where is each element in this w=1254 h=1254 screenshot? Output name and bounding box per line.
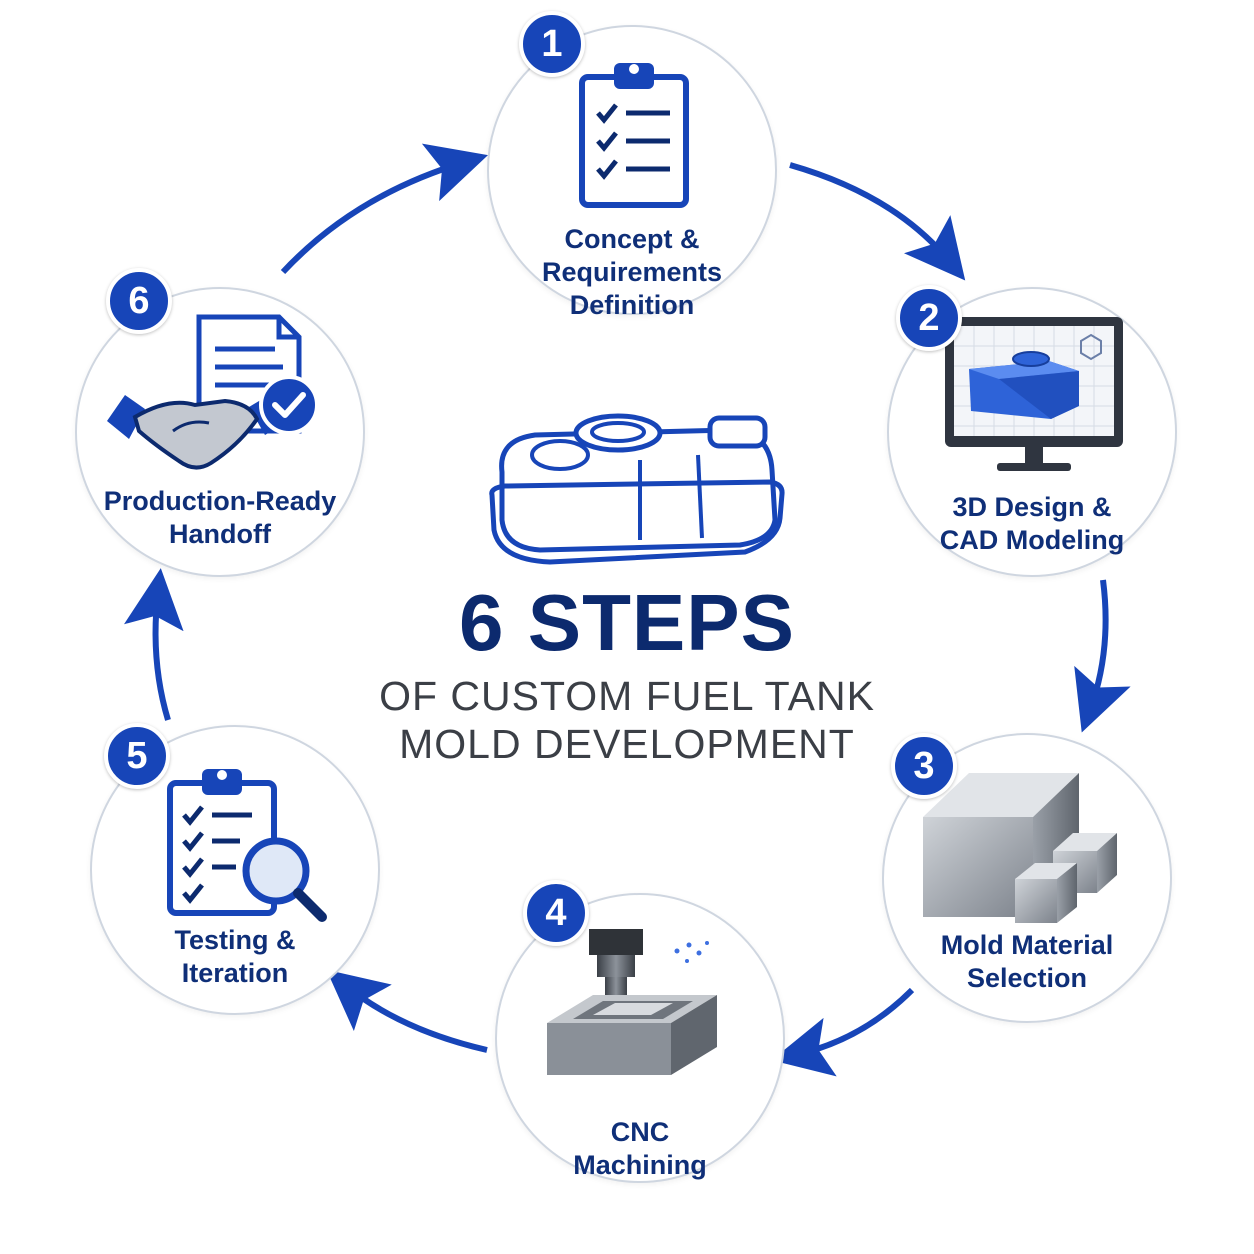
step-3-badge: 3 (891, 733, 957, 799)
diagram-subtitle: OF CUSTOM FUEL TANK MOLD DEVELOPMENT (379, 673, 875, 767)
arrow-2-to-3 (1074, 579, 1131, 733)
step-6-label: Production-Ready Handoff (103, 486, 337, 549)
step-5-label: Testing & Iteration (174, 925, 296, 988)
step-2-badge: 2 (896, 285, 962, 351)
inspection-clipboard-icon (167, 769, 327, 922)
arrow-4-to-5 (326, 969, 488, 1053)
step-3-label: Mold Material Selection (940, 930, 1114, 993)
step-5-badge: 5 (104, 723, 170, 789)
step-6-badge: 6 (106, 268, 172, 334)
arrow-5-to-6 (124, 568, 184, 721)
step-1: Concept & Requirements Definition (487, 25, 777, 320)
steel-blocks-icon (923, 773, 1117, 923)
clipboard-checklist-icon (579, 63, 689, 208)
step-1-label: Concept & Requirements Definition (541, 224, 723, 320)
step-4-badge: 4 (523, 880, 589, 946)
step-1-badge: 1 (519, 11, 585, 77)
diagram-title: 6 STEPS (458, 578, 796, 667)
step-5: Testing & Iteration (90, 725, 380, 1015)
cad-monitor-icon (945, 317, 1123, 471)
step-2-label: 3D Design & CAD Modeling (939, 492, 1125, 555)
cnc-machine-icon (547, 929, 717, 1075)
handshake-document-icon (107, 314, 319, 470)
step-6: Production-Ready Handoff (75, 287, 365, 577)
arrow-3-to-4 (771, 987, 915, 1077)
arrow-1-to-2 (789, 162, 966, 281)
fuel-tank-icon (489, 413, 785, 565)
step-4: CNC Machining (495, 893, 785, 1183)
arrow-6-to-1 (280, 143, 488, 275)
step-3: Mold Material Selection (882, 733, 1172, 1023)
step-4-label: CNC Machining (573, 1117, 707, 1180)
